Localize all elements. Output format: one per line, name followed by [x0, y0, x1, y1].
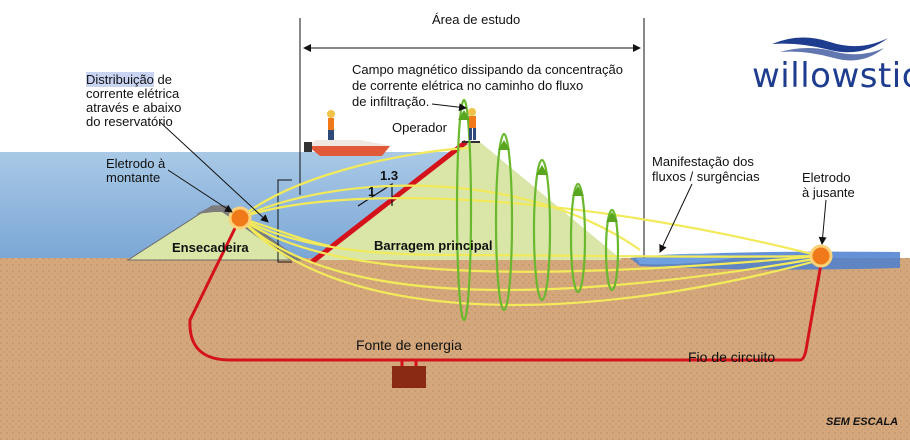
campo-line-1: Campo magnético dissipando da concentraç… [352, 62, 624, 77]
study-area-label: Área de estudo [432, 12, 521, 27]
distrib-word: Distribuição [86, 72, 154, 87]
cofferdam-riprap [196, 206, 300, 260]
operador-label: Operador [392, 120, 447, 135]
dam-upstream-liner [310, 140, 468, 264]
magnetic-field-loops [455, 98, 620, 322]
leader-lines [159, 103, 827, 253]
manifestacao-2: fluxos / surgências [652, 169, 760, 184]
operator-person [468, 108, 476, 140]
distrib-line-2: corrente elétrica [86, 86, 180, 101]
upstream-electrode [228, 206, 252, 230]
distrib-rest: de [153, 72, 172, 87]
logo-waves [772, 37, 888, 61]
distrib-line-1: Distribuição de [86, 72, 172, 87]
sem-escala-label: SEM ESCALA [826, 416, 899, 428]
distrib-line-3: através e abaixo [86, 100, 182, 115]
eletrodo-montante-1: Eletrodo à [106, 156, 166, 171]
campo-line-2: de corrente elétrica no caminho do fluxo [352, 78, 584, 93]
eletrodo-jusante-2: à jusante [802, 185, 855, 200]
downstream-electrode [809, 244, 833, 268]
fonte-label: Fonte de energia [356, 337, 462, 353]
distrib-line-4: do reservatório [86, 114, 173, 129]
fio-label: Fio de circuito [688, 349, 776, 365]
slope-lower-label: 1 [368, 184, 376, 199]
boat [304, 110, 392, 156]
slope-upper-label: 1.3 [380, 168, 399, 183]
ensecadeira-label: Ensecadeira [172, 240, 249, 255]
willowstick-logo: willowstick [752, 56, 910, 96]
current-distribution-lines [239, 146, 821, 307]
campo-line-3: de infiltração. [352, 94, 430, 109]
eletrodo-jusante-1: Eletrodo [802, 170, 851, 185]
barragem-label: Barragem principal [374, 238, 493, 253]
circuit-wire [188, 217, 824, 362]
power-source-box [392, 366, 426, 388]
manifestacao-1: Manifestação dos [652, 154, 754, 169]
eletrodo-montante-2: montante [106, 170, 161, 185]
electrode-bracket [277, 179, 292, 263]
magnetic-field-arrows [458, 110, 618, 222]
